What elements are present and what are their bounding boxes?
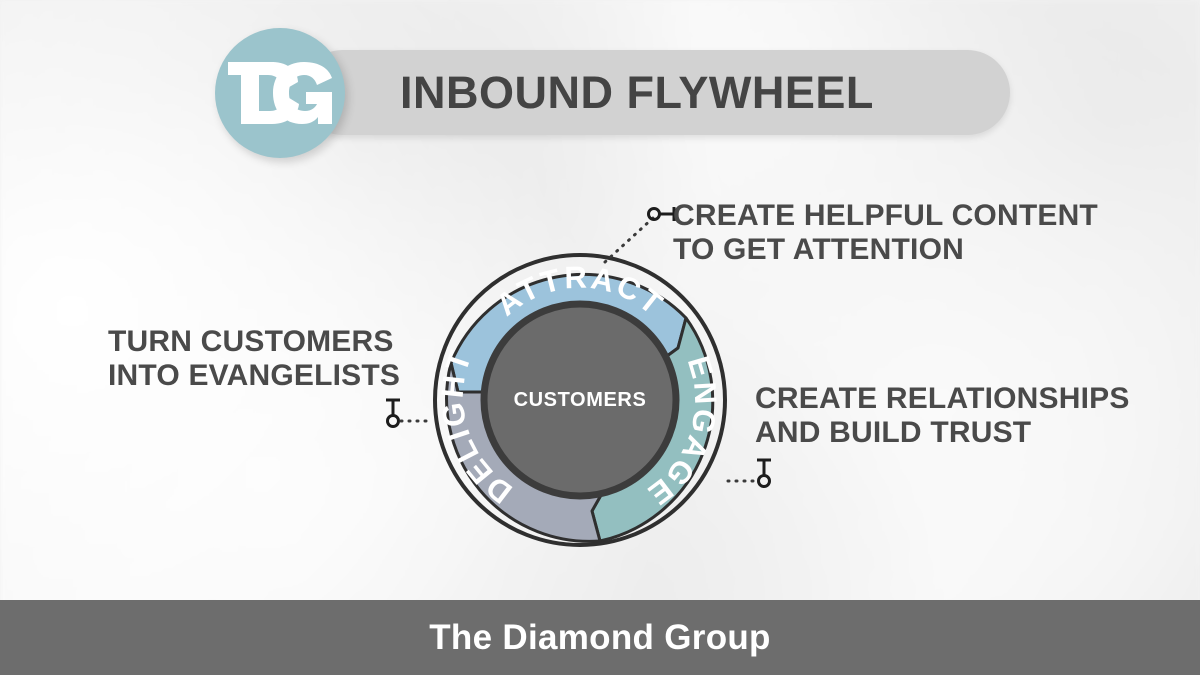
connector-delight	[378, 392, 448, 440]
callout-attract-line2: TO GET ATTENTION	[673, 232, 964, 266]
flywheel-center-disc	[480, 300, 680, 500]
footer-bar: The Diamond Group	[0, 600, 1200, 675]
flywheel-outer-ring	[433, 253, 727, 547]
callout-attract-line1: CREATE HELPFUL CONTENT	[673, 199, 1098, 232]
pin-marker-vertical-delight	[386, 398, 400, 428]
connector-engage	[726, 452, 796, 500]
connector-attract	[595, 200, 685, 270]
callout-attract: CREATE HELPFUL CONTENT TO GET ATTENTION	[673, 199, 1098, 267]
callout-delight-line2: INTO EVANGELISTS	[108, 358, 401, 392]
flywheel-diagram: ATTRACT ENGAGE DELIGHT	[420, 240, 740, 560]
flywheel-center-label: CUSTOMERS	[513, 388, 647, 411]
page-title: INBOUND FLYWHEEL	[400, 66, 874, 118]
callout-engage: CREATE RELATIONSHIPS AND BUILD TRUST	[755, 382, 1130, 450]
dotted-line-attract	[603, 216, 655, 264]
pin-marker-vertical-engage	[757, 458, 771, 488]
footer-brand-name: The Diamond Group	[429, 617, 771, 657]
callout-delight: TURN CUSTOMERS INTO EVANGELISTS	[108, 325, 400, 393]
callout-engage-line2: AND BUILD TRUST	[755, 415, 1032, 449]
callout-engage-line1: CREATE RELATIONSHIPS	[755, 382, 1130, 415]
tdg-monogram-logo	[215, 28, 345, 158]
title-pill-background	[300, 50, 1010, 135]
callout-delight-line1: TURN CUSTOMERS	[108, 325, 394, 358]
pin-marker-horizontal-attract	[647, 207, 676, 221]
